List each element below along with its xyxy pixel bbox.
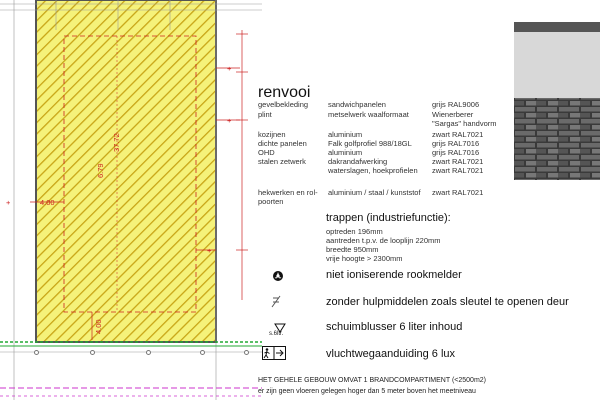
tag-mark: + xyxy=(6,198,11,207)
stairs-line: optreden 196mm xyxy=(326,227,383,236)
legend-color: zwart RAL7021 xyxy=(432,157,484,166)
legend-color: zwart RAL7021 xyxy=(432,130,484,139)
stairs-line: vrije hoogte > 2300mm xyxy=(326,254,403,263)
hatched-zone xyxy=(35,0,217,343)
door-no-tools-icon xyxy=(270,295,282,314)
legend-color: zwart RAL7021 xyxy=(432,166,484,175)
stairs-line: aantreden t.p.v. de looplijn 220mm xyxy=(326,236,441,245)
extinguisher-sub: s.6ltr. xyxy=(269,331,284,337)
tag-mark: + xyxy=(227,64,232,73)
grid-tick xyxy=(244,350,249,355)
legend-color: grijs RAL7016 xyxy=(432,139,480,148)
grid-tick xyxy=(146,350,151,355)
legend-material: sandwichpanelen xyxy=(328,100,386,109)
legend-color: grijs RAL9006 xyxy=(432,100,480,109)
legend-material: aluminium xyxy=(328,148,363,157)
legend-item: OHD xyxy=(258,148,275,157)
legend-color: "Sargas" handvorm xyxy=(432,119,497,128)
brick-sample-photo xyxy=(514,22,600,180)
legend-title: renvooi xyxy=(258,84,311,101)
legend-material: metselwerk waalformaat xyxy=(328,110,409,119)
escape-route-sign-icon xyxy=(262,346,286,365)
symbol-label: zonder hulpmiddelen zoals sleutel te ope… xyxy=(326,296,569,308)
extinguisher-icon xyxy=(274,320,286,338)
symbol-label: niet ioniserende rookmelder xyxy=(326,269,462,281)
symbol-label: schuimblusser 6 liter inhoud xyxy=(326,321,463,333)
legend-item: stalen zetwerk xyxy=(258,157,306,166)
dim-label-bottom: 4.00 xyxy=(94,319,103,334)
legend-item: gevelbekleding xyxy=(258,100,309,109)
stairs-line: breedte 950mm xyxy=(326,245,379,254)
legend-material: Falk golfprofiel 988/18GL xyxy=(328,139,412,148)
smoke-detector-icon xyxy=(272,269,284,287)
stairs-title: trappen (industriefunctie): xyxy=(326,212,451,224)
legend-material: aluminium / staal / kunststof xyxy=(328,188,421,197)
inner-outline xyxy=(63,35,197,313)
symbol-label: vluchtwegaanduiding 6 lux xyxy=(326,348,456,360)
tag-mark: + xyxy=(207,246,212,255)
legend-color: zwart RAL7021 xyxy=(432,188,484,197)
grid-tick xyxy=(90,350,95,355)
legend-color: grijs RAL7016 xyxy=(432,148,480,157)
dim-label-left: 4.00 xyxy=(40,198,55,207)
legend-material: aluminium xyxy=(328,130,363,139)
floor-plan: 37.72 6.79 4.00 4.00 + + + + xyxy=(0,0,262,400)
grid-tick xyxy=(200,350,205,355)
legend-material: waterslagen, hoekprofielen xyxy=(328,166,418,175)
dim-label-width: 37.72 xyxy=(112,133,121,152)
legend-material: dakrandafwerking xyxy=(328,157,388,166)
legend-item: kozijnen xyxy=(258,130,286,139)
footer-compartment: HET GEHELE GEBOUW OMVAT 1 BRANDCOMPARTIM… xyxy=(258,377,487,384)
plan-drawing xyxy=(0,0,262,400)
footer-note: er zijn geen vloeren gelegen hoger dan 5… xyxy=(258,388,476,395)
legend-item: hekwerken en rol-poorten xyxy=(258,188,318,206)
grid-tick xyxy=(34,350,39,355)
legend-color: Wienerberer xyxy=(432,110,474,119)
legend-item: plint xyxy=(258,110,272,119)
legend-item: dichte panelen xyxy=(258,139,307,148)
dim-label-height: 6.79 xyxy=(96,163,105,178)
tag-mark: + xyxy=(227,116,232,125)
